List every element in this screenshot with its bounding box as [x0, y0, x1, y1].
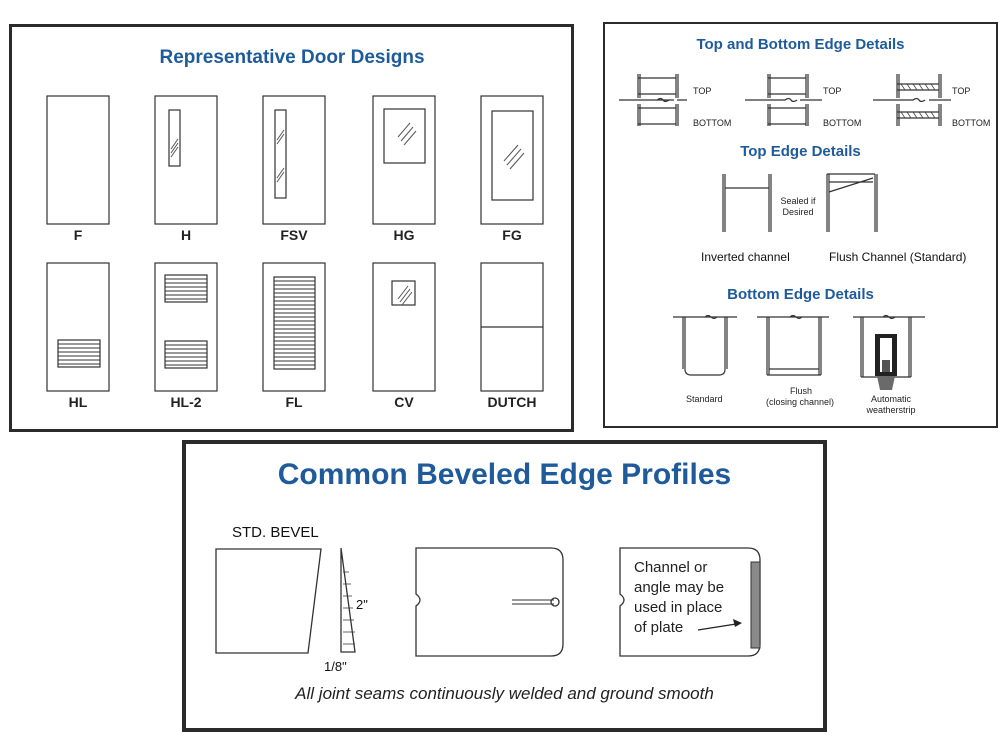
door-fsv: [262, 95, 326, 225]
bottom-label-1: BOTTOM: [693, 118, 732, 128]
door-cv: [372, 262, 436, 392]
edge-details-panel: Top and Bottom Edge Details: [603, 22, 998, 428]
bevel-profiles-panel: Common Beveled Edge Profiles STD. BEVEL …: [182, 440, 827, 732]
channel-note-line-1: Channel or: [634, 559, 708, 576]
channel-note-line-4: of plate: [634, 619, 684, 636]
dim-2-label: 2": [356, 597, 368, 612]
door-hl2-louver-top: [164, 274, 208, 303]
door-hl2-louver-bottom: [164, 340, 208, 369]
seam-profile: [415, 547, 564, 657]
footer-note: All joint seams continuously welded and …: [295, 684, 714, 703]
flush-sub-label: (closing channel): [765, 397, 835, 407]
sealed-note: Sealed if Desired: [780, 196, 816, 217]
std-bevel-shape: [215, 548, 322, 654]
door-label-f: F: [73, 227, 83, 243]
door-label-hl: HL: [68, 394, 88, 410]
door-label-hg: HG: [393, 227, 415, 243]
channel-note-line-2: angle may be: [634, 579, 725, 596]
automatic-label: Automatic: [870, 394, 912, 404]
door-f: [46, 95, 110, 225]
door-hl: [46, 262, 110, 392]
door-h-glass: [168, 109, 181, 167]
door-label-fl: FL: [285, 394, 303, 410]
door-designs-title: Representative Door Designs: [159, 47, 425, 68]
door-fl-louver: [273, 276, 316, 370]
door-hl2: [154, 262, 218, 392]
top-label-1: TOP: [693, 86, 712, 96]
bevel-profiles-drawing: [215, 547, 761, 657]
door-label-hl2: HL-2: [170, 394, 202, 410]
door-hl-louver: [57, 339, 101, 368]
glass-hatches: [170, 122, 525, 306]
door-designs-drawing: [46, 95, 544, 392]
flush-label: Flush: [789, 386, 812, 396]
weatherstrip-label: weatherstrip: [866, 405, 916, 415]
channel-profile: [619, 547, 761, 657]
door-designs-panel: Representative Door Designs: [9, 24, 574, 432]
door-label-h: H: [180, 227, 192, 243]
edge-details-drawing: [619, 74, 951, 390]
door-fg: [480, 95, 544, 225]
bottom-label-2: BOTTOM: [823, 118, 862, 128]
door-fl: [262, 262, 326, 392]
door-fsv-glass: [274, 109, 287, 199]
door-label-fg: FG: [502, 227, 522, 243]
top-bottom-edge-title: Top and Bottom Edge Details: [696, 36, 905, 53]
channel-note: Channel or angle may be used in place of…: [634, 558, 724, 638]
inverted-channel-label: Inverted channel: [701, 250, 790, 264]
note-arrow: [697, 623, 737, 631]
bevel-dim-triangle: [340, 547, 356, 653]
door-h: [154, 95, 218, 225]
std-bevel-label: STD. BEVEL: [232, 524, 319, 541]
door-hg-glass: [383, 108, 426, 164]
channel-note-line-3: used in place: [634, 599, 723, 616]
door-label-cv: CV: [394, 394, 414, 410]
door-label-dutch: DUTCH: [487, 394, 537, 410]
flush-channel-label: Flush Channel (Standard): [829, 250, 967, 264]
standard-label: Standard: [686, 394, 723, 404]
bevel-profiles-title: Common Beveled Edge Profiles: [277, 458, 732, 491]
top-label-3: TOP: [952, 86, 971, 96]
bottom-label-3: BOTTOM: [952, 118, 991, 128]
door-hg: [372, 95, 436, 225]
top-edge-title: Top Edge Details: [740, 143, 861, 160]
bottom-edge-title: Bottom Edge Details: [727, 286, 874, 303]
top-label-2: TOP: [823, 86, 842, 96]
door-cv-glass: [391, 280, 416, 306]
automatic-weatherstrip-device: [875, 334, 897, 390]
dim-1-8-label: 1/8": [324, 659, 347, 674]
door-fg-glass: [491, 110, 534, 201]
door-label-fsv: FSV: [280, 227, 308, 243]
channel-plate: [750, 561, 761, 649]
